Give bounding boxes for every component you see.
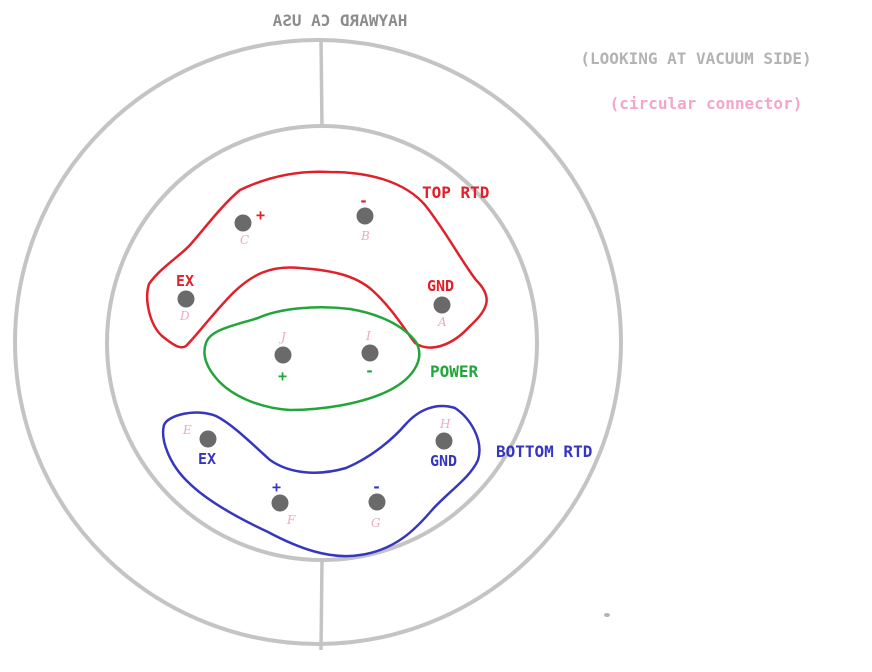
- power-outline: [203, 306, 421, 412]
- stray-mark: [604, 613, 610, 617]
- pin-A: [433, 296, 451, 314]
- pin-letter-C: C: [240, 233, 249, 247]
- pin-function-F: +: [272, 478, 281, 496]
- pin-function-G: -: [372, 478, 381, 496]
- key-line-top: [319, 37, 324, 129]
- pin-letter-I: I: [365, 329, 371, 343]
- pin-function-E: EX: [198, 450, 216, 468]
- pin-letter-H: H: [439, 417, 451, 431]
- pin-function-H: GND: [430, 452, 457, 470]
- pin-letter-B: B: [360, 229, 370, 243]
- pin-letter-F: F: [286, 513, 296, 527]
- pin-J: [274, 346, 292, 364]
- pin-function-C: +: [256, 206, 265, 224]
- key-line-bottom: [319, 559, 324, 651]
- pin-F: [271, 494, 289, 512]
- pin-function-B: -: [359, 192, 368, 210]
- pin-G: [368, 493, 386, 511]
- pin-function-I: -: [365, 362, 374, 380]
- pin-I: [361, 344, 379, 362]
- pin-letter-A: A: [437, 315, 447, 329]
- pin-function-labels: + - EX GND + - EX GND + -: [176, 192, 457, 496]
- pin-D: [177, 290, 195, 308]
- pin-letter-G: G: [371, 516, 381, 530]
- pin-function-J: +: [278, 367, 287, 385]
- brand-text-mirrored: HAYWARD CA USA: [272, 11, 407, 30]
- pins: [177, 207, 453, 512]
- pin-function-A: GND: [427, 277, 454, 295]
- outer-shell-ring: [13, 38, 623, 646]
- inner-insert-ring: [105, 124, 539, 562]
- bottom-rtd-outline: [161, 404, 481, 558]
- pin-C: [234, 214, 252, 232]
- top-rtd-label: TOP RTD: [422, 183, 489, 202]
- view-note: (LOOKING AT VACUUM SIDE): [580, 49, 811, 68]
- pin-letter-D: D: [179, 309, 190, 323]
- power-label: POWER: [430, 362, 479, 381]
- pin-B: [356, 207, 374, 225]
- pin-E: [199, 430, 217, 448]
- pin-letter-E: E: [182, 423, 192, 437]
- pin-H: [435, 432, 453, 450]
- pin-letters: C B D A J I E H F G: [179, 229, 451, 530]
- pin-function-D: EX: [176, 272, 194, 290]
- connector-note: (circular connector): [610, 94, 803, 113]
- bottom-rtd-label: BOTTOM RTD: [496, 442, 592, 461]
- pin-letter-J: J: [278, 330, 287, 344]
